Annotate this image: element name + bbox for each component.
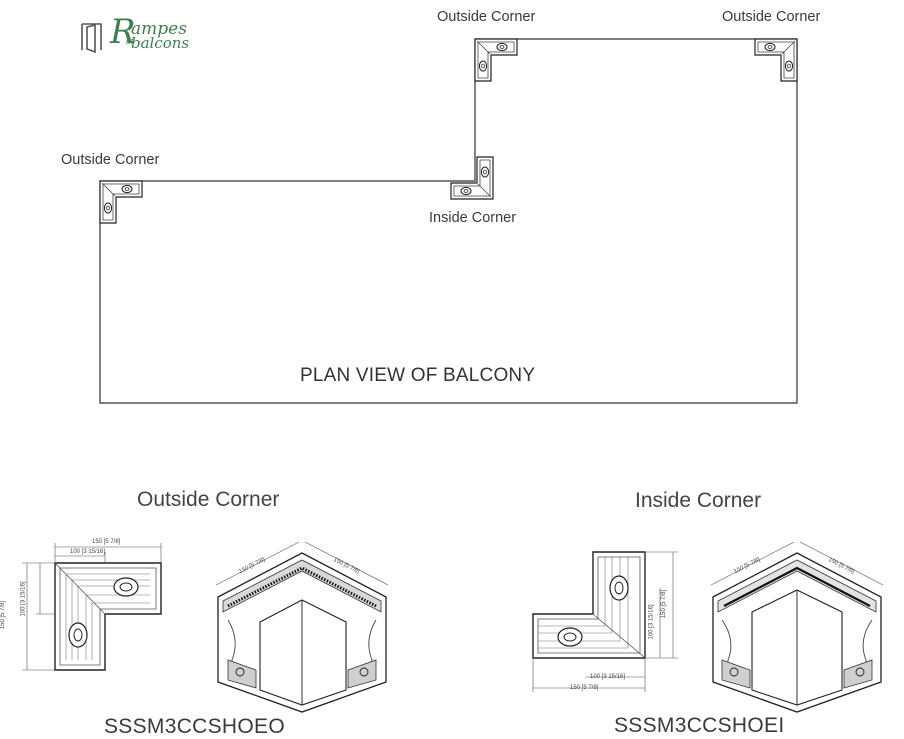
outside-corner-title: Outside Corner — [137, 488, 280, 511]
outside-corner-top-icon — [474, 38, 518, 82]
logo-line1: ampes — [131, 19, 187, 39]
dim-inside-right-outer: 150 [5 7/8] — [661, 589, 668, 619]
logo-connector: et — [126, 37, 134, 46]
logo-initial: R — [110, 12, 136, 52]
outside-corner-right-icon — [754, 38, 798, 82]
outside-corner-top-view — [22, 543, 162, 671]
dim-inside-bottom-outer: 150 [5 7/8] — [570, 685, 599, 691]
dim-inside-bottom-inner: 100 [3 15/16] — [590, 674, 626, 680]
label-outside-corner-left: Outside Corner — [61, 152, 160, 168]
outside-corner-code: SSSM3CCSHOEO — [104, 715, 285, 738]
inside-corner-top-view — [532, 551, 678, 692]
dim-outside-top-outer: 150 [5 7/8] — [92, 539, 121, 545]
brand-logo — [79, 18, 219, 58]
logo-line2: balcons — [131, 34, 190, 52]
label-outside-corner-top: Outside Corner — [437, 9, 536, 25]
door-icon — [81, 23, 102, 54]
label-inside-corner: Inside Corner — [429, 210, 517, 226]
dim-inside-right-inner: 100 [3 15/16] — [648, 604, 655, 640]
inside-corner-code: SSSM3CCSHOEI — [614, 714, 785, 737]
label-outside-corner-right: Outside Corner — [722, 9, 821, 25]
dim-outside-left-outer: 150 [5 7/8] — [0, 600, 7, 630]
plan-title: PLAN VIEW OF BALCONY — [300, 365, 536, 386]
inside-corner-iso-view — [710, 541, 884, 713]
inside-corner-title: Inside Corner — [635, 489, 762, 512]
outside-corner-iso-view — [215, 541, 389, 713]
dim-outside-top-inner: 100 [3 15/16] — [70, 549, 106, 555]
dim-outside-left-inner: 100 [3 15/16] — [20, 581, 27, 617]
inside-corner-icon — [450, 156, 494, 200]
outside-corner-left-icon — [99, 180, 143, 224]
